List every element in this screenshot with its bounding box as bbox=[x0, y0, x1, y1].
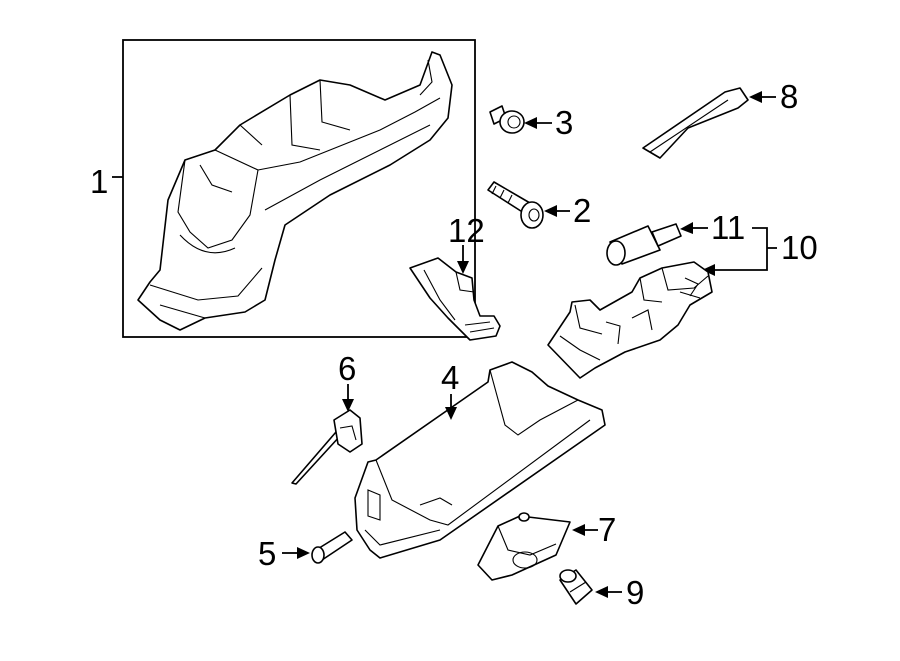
part-3-push-pin bbox=[489, 105, 525, 134]
arrow-3 bbox=[524, 117, 537, 129]
part-1-frame bbox=[122, 39, 476, 338]
part-8-strip bbox=[642, 87, 749, 159]
callout-12: 12 bbox=[448, 212, 485, 249]
part-9-lock-cylinder bbox=[559, 569, 593, 605]
part-11-damper bbox=[606, 223, 682, 266]
arrow-7 bbox=[572, 524, 585, 536]
part-7-lock-housing bbox=[477, 512, 571, 581]
part-6-cable bbox=[291, 409, 363, 485]
callout-2: 2 bbox=[573, 192, 591, 229]
callout-3: 3 bbox=[555, 104, 573, 141]
arrow-6 bbox=[342, 399, 354, 412]
arrow-9 bbox=[595, 586, 608, 598]
callout-4: 4 bbox=[441, 359, 459, 396]
part-4-glove-box-door bbox=[354, 361, 606, 559]
callout-1: 1 bbox=[90, 163, 108, 200]
callout-7: 7 bbox=[598, 511, 616, 548]
part-2-bolt bbox=[487, 181, 544, 229]
arrow-4 bbox=[445, 407, 457, 420]
callout-10: 10 bbox=[781, 229, 818, 266]
callout-8: 8 bbox=[780, 78, 798, 115]
part-12-bracket bbox=[409, 257, 501, 341]
part-5-pin bbox=[311, 531, 353, 564]
arrow-2 bbox=[544, 205, 557, 217]
callout-5: 5 bbox=[258, 535, 276, 572]
leader-10 bbox=[714, 227, 768, 271]
callout-9: 9 bbox=[626, 574, 644, 611]
callout-6: 6 bbox=[338, 350, 356, 387]
arrow-12 bbox=[457, 261, 469, 274]
part-10-latch-assembly bbox=[547, 261, 713, 379]
part-1-glove-box-housing bbox=[122, 39, 476, 338]
arrow-8 bbox=[749, 91, 762, 103]
arrow-11 bbox=[680, 222, 693, 234]
arrow-5 bbox=[297, 547, 310, 559]
callout-11: 11 bbox=[711, 209, 745, 246]
arrow-10 bbox=[702, 264, 715, 276]
